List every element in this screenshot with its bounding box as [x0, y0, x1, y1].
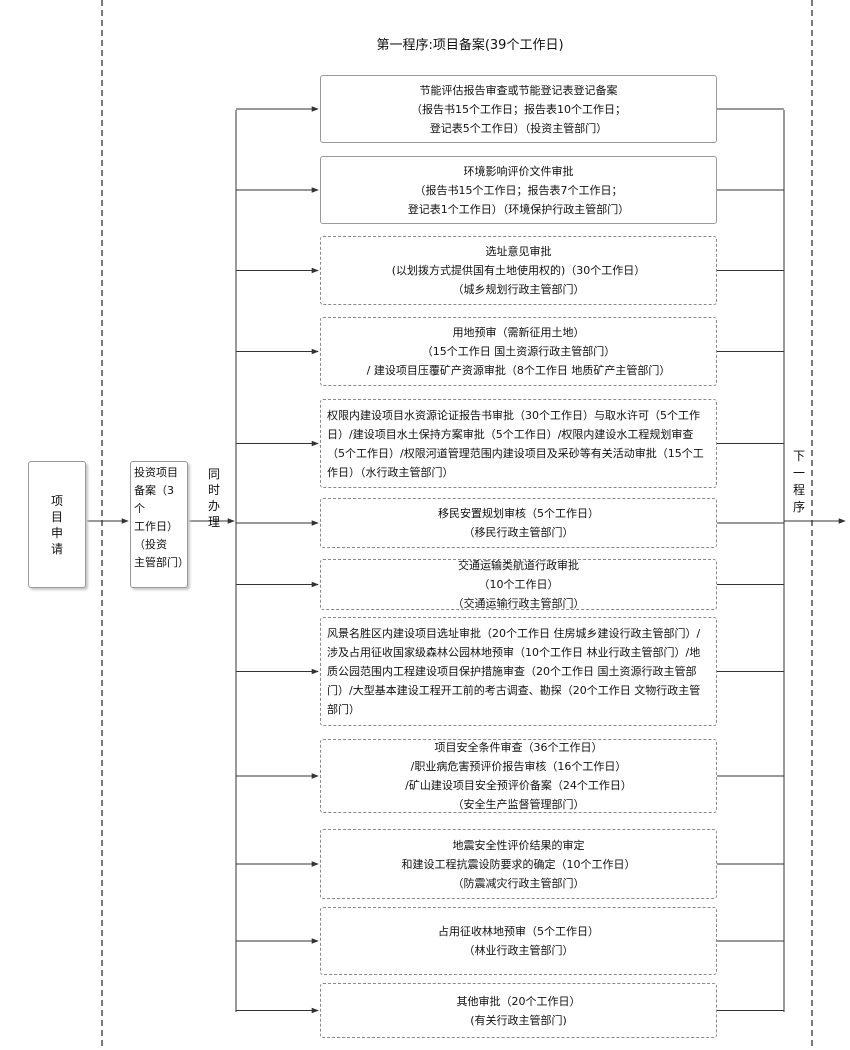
- approval-step-text: 用地预审（需新征用土地）: [452, 326, 585, 339]
- approval-step-text: 地震安全性评价结果的审定: [452, 838, 585, 852]
- filing-line: 投资项目: [134, 466, 178, 479]
- next-procedure-label: 下一程序: [792, 449, 805, 514]
- approval-step-box: 项目安全条件审查（36个工作日） /职业病危害预评价报告审核（16个工作日） /矿山…: [320, 739, 717, 813]
- approval-step-text: 移民安置规划审核（5个工作日）: [438, 507, 599, 520]
- approval-step-text: /职业病危害预评价报告审核（16个工作日）: [410, 760, 627, 773]
- approval-step-box: 选址意见审批 (以划拨方式提供国有土地使用权的)（30个工作日） （城乡规划行政主管…: [320, 236, 717, 305]
- approval-step-box: 节能评估报告审查或节能登记表登记备案 （报告书15个工作日；报告表10个工作日； 登…: [320, 75, 717, 143]
- approval-step-text: （林业行政主管部门）: [463, 944, 574, 957]
- approval-step-text: 交通运输类航道行政审批: [458, 559, 579, 572]
- approval-step-box: 占用征收林地预审（5个工作日） （林业行政主管部门）: [320, 907, 717, 975]
- approval-step-text: / 建设项目压覆矿产资源审批（8个工作日 地质矿产主管部门）: [366, 364, 671, 377]
- approval-step-box: 移民安置规划审核（5个工作日） （移民行政主管部门）: [320, 498, 717, 548]
- approval-step-text: (有关行政主管部门): [470, 1013, 567, 1027]
- project-filing-box: 投资项目 备案（3个 工作日） （投资 主管部门）: [130, 461, 189, 588]
- approval-step-text: （交通运输行政主管部门）: [452, 597, 585, 610]
- project-application-label: 项目申请: [50, 493, 63, 556]
- approval-step-box: 地震安全性评价结果的审定和建设工程抗震设防要求的确定（10个工作日） （防震减灾行…: [320, 829, 717, 899]
- approval-step-text: （安全生产监督管理部门）: [452, 798, 585, 811]
- approval-step-text: 节能评估报告审查或节能登记表登记备案: [419, 83, 618, 97]
- approval-step-text: 项目安全条件审查（36个工作日）: [434, 741, 603, 754]
- filing-line: 主管部门）: [134, 556, 189, 569]
- approval-step-text: （15个工作日 国土资源行政主管部门）: [421, 345, 616, 358]
- approval-step-text: 其他审批（20个工作日）: [456, 994, 581, 1008]
- approval-step-text: （报告书15个工作日；报告表7个工作日；: [414, 183, 623, 197]
- approval-step-text: 环境影响评价文件审批: [463, 164, 574, 178]
- approval-step-text: 占用征收林地预审（5个工作日）: [438, 925, 599, 938]
- approval-step-box: 权限内建设项目水资源论证报告书审批（30个工作日）与取水许可（5个工作日）/建设…: [320, 399, 717, 488]
- approval-step-text: 选址意见审批: [485, 245, 552, 258]
- approval-step-text: 风景名胜区内建设项目选址审批（20个工作日 住房城乡建设行政主管部门）/涉及占用…: [327, 627, 701, 716]
- approval-step-text: 登记表5个工作日）（投资主管部门）: [429, 121, 608, 135]
- approval-step-text: 和建设工程抗震设防要求的确定（10个工作日）: [401, 857, 636, 871]
- approval-step-box: 其他审批（20个工作日） (有关行政主管部门): [320, 983, 717, 1038]
- approval-step-box: 环境影响评价文件审批 （报告书15个工作日；报告表7个工作日； 登记表1个工作日）（…: [320, 156, 717, 224]
- approval-step-box: 风景名胜区内建设项目选址审批（20个工作日 住房城乡建设行政主管部门）/涉及占用…: [320, 617, 717, 726]
- filing-line: 工作日）: [134, 520, 178, 533]
- approval-step-text: (以划拨方式提供国有土地使用权的)（30个工作日）: [391, 264, 646, 277]
- approval-step-box: 交通运输类航道行政审批 （10个工作日） （交通运输行政主管部门）: [320, 559, 717, 610]
- approval-step-text: （10个工作日）: [478, 578, 559, 591]
- project-application-box: 项目申请: [28, 461, 86, 588]
- approval-step-text: （防震减灾行政主管部门）: [452, 876, 585, 890]
- filing-line: （投资: [134, 538, 167, 551]
- approval-step-text: （城乡规划行政主管部门）: [452, 283, 585, 296]
- approval-step-box: 用地预审（需新征用土地） （15个工作日 国土资源行政主管部门） / 建设项目压覆矿…: [320, 317, 717, 386]
- simultaneous-label: 同时办理: [207, 467, 220, 529]
- approval-step-text: （移民行政主管部门）: [463, 526, 574, 539]
- approval-step-text: /矿山建设项目安全预评价备案（24个工作日）: [405, 779, 632, 792]
- approval-step-text: 登记表1个工作日）（环境保护行政主管部门）: [407, 202, 630, 216]
- diagram-title: 第一程序:项目备案(39个工作日): [376, 38, 564, 53]
- approval-step-text: 权限内建设项目水资源论证报告书审批（30个工作日）与取水许可（5个工作日）/建设…: [327, 408, 704, 479]
- approval-step-text: （报告书15个工作日；报告表10个工作日；: [411, 102, 626, 116]
- filing-line: 备案（3个: [134, 484, 174, 515]
